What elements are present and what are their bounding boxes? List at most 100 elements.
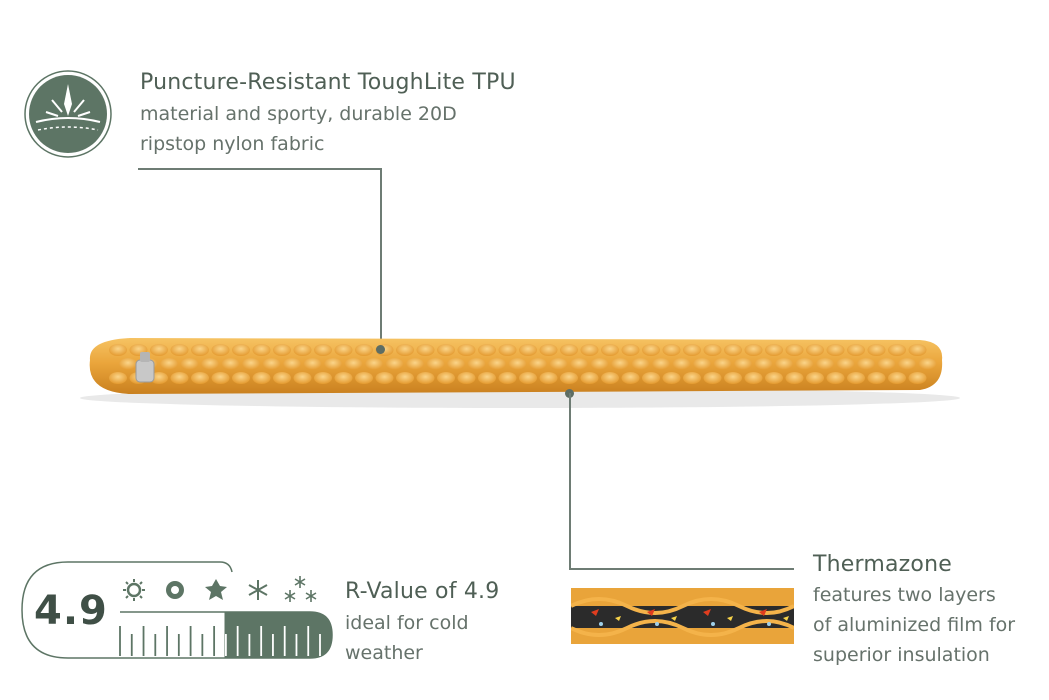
pad-baffle (529, 358, 547, 370)
pad-baffle (334, 372, 353, 384)
pad-baffle (406, 358, 424, 370)
pad-baffle (601, 344, 619, 356)
pad-baffle (385, 358, 404, 370)
pad-baffle (498, 372, 517, 384)
sleeping-pad-image (80, 338, 960, 408)
pad-baffle (519, 372, 537, 384)
pad-baffle (334, 344, 353, 356)
pad-baffle (519, 344, 537, 356)
pad-baffle (488, 358, 506, 370)
pad-baffle (631, 358, 650, 370)
r-value-scale-graphic (21, 561, 333, 659)
pad-baffle (549, 358, 568, 370)
pad-baffle (426, 358, 445, 370)
pad-baffle (314, 344, 332, 356)
pad-baffle (662, 344, 681, 356)
pad-baffle (478, 344, 496, 356)
pad-baffle (703, 344, 722, 356)
thermazone-description-line-2: of aluminized film for (813, 614, 1016, 636)
pad-baffle (621, 372, 640, 384)
pad-baffle (918, 358, 937, 370)
pad-baffle (611, 358, 629, 370)
thermazone-title: Thermazone (813, 552, 952, 577)
pad-baffle (652, 358, 670, 370)
pad-baffle (355, 372, 373, 384)
top-leader-line-horizontal (138, 168, 381, 170)
pad-baffle (560, 372, 578, 384)
pad-baffle (273, 344, 291, 356)
sun-icon (123, 579, 145, 601)
pad-baffle (683, 372, 701, 384)
top-leader-line-vertical (380, 168, 382, 349)
bottom-leader-line-vertical (569, 393, 571, 569)
top-leader-dot (376, 345, 385, 354)
thermazone-cross-section-image (571, 588, 794, 644)
pad-baffle (232, 344, 250, 356)
pad-baffle (580, 372, 599, 384)
pad-baffle (119, 358, 137, 370)
pad-baffle (734, 358, 752, 370)
pad-baffle (252, 372, 271, 384)
pad-baffle (437, 344, 455, 356)
pad-baffle (109, 372, 127, 384)
pad-baffle (570, 358, 588, 370)
pad-baffle (303, 358, 322, 370)
pad-baffle (160, 358, 178, 370)
pad-baffle (201, 358, 219, 370)
pad-baffle (816, 358, 834, 370)
pad-baffle (252, 344, 271, 356)
pad-baffle (539, 344, 558, 356)
thermazone-description-line-1: features two layers (813, 584, 996, 606)
pad-baffle (508, 358, 527, 370)
pad-baffle (416, 344, 435, 356)
pad-baffle (867, 372, 886, 384)
pad-baffle (877, 358, 896, 370)
pad-baffle (437, 372, 455, 384)
pad-baffle (590, 358, 609, 370)
r-value-title: R-Value of 4.9 (345, 579, 500, 604)
pad-baffle (273, 372, 291, 384)
pad-baffle (180, 358, 199, 370)
pad-baffle (785, 372, 804, 384)
pad-baffle (396, 344, 414, 356)
r-value-description-line-2: weather (345, 642, 423, 664)
pad-baffle (232, 372, 250, 384)
flower-icon (166, 581, 184, 599)
pad-baffle (826, 372, 845, 384)
pad-baffle (293, 372, 312, 384)
pad-baffle (355, 344, 373, 356)
bottom-leader-line-horizontal (569, 568, 794, 570)
pad-baffle (580, 344, 599, 356)
pad-baffle (744, 344, 763, 356)
pad-baffle (754, 358, 773, 370)
pad-baffle (457, 344, 476, 356)
pad-baffle (765, 344, 783, 356)
pad-baffle (324, 358, 342, 370)
pad-baffle (467, 358, 486, 370)
pad-baffle (621, 344, 640, 356)
pad-baffle (262, 358, 281, 370)
pad-baffle (293, 344, 312, 356)
snowflake-icon (248, 580, 268, 600)
pad-baffle (908, 344, 927, 356)
leaf-icon (205, 579, 227, 600)
puncture-description-line-1: material and sporty, durable 20D (140, 103, 457, 125)
pad-baffle (867, 344, 886, 356)
pad-baffle (785, 344, 804, 356)
pad-baffle (109, 344, 127, 356)
pad-baffle (795, 358, 814, 370)
pad-baffle (765, 372, 783, 384)
pad-baffle (396, 372, 414, 384)
pad-baffle (498, 344, 517, 356)
pad-baffle (672, 358, 691, 370)
pad-baffle (836, 358, 855, 370)
pad-baffle (806, 344, 824, 356)
pad-baffle (211, 372, 230, 384)
pad-baffle (221, 358, 240, 370)
puncture-shield-icon (24, 70, 112, 158)
pad-baffle (642, 372, 660, 384)
pad-baffle (642, 344, 660, 356)
pad-baffle (847, 372, 865, 384)
pad-baffle (191, 344, 209, 356)
pad-baffle (560, 344, 578, 356)
